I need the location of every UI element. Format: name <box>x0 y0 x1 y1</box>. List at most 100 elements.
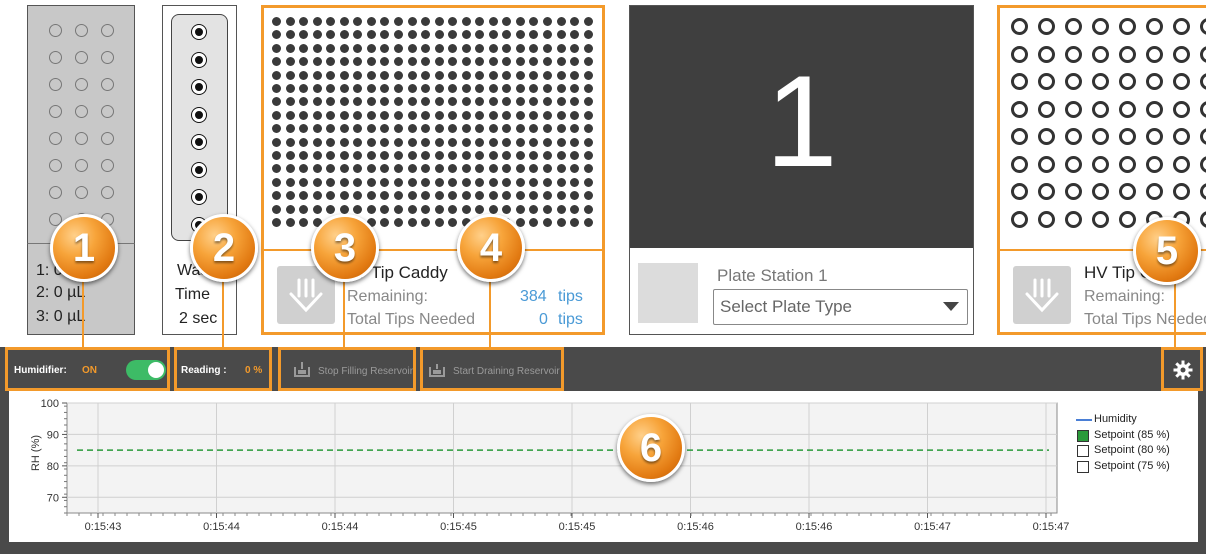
lv-tip <box>529 151 539 160</box>
lv-tip <box>272 43 281 53</box>
lv-tip <box>421 43 431 53</box>
lv-tip <box>529 137 539 147</box>
legend-humidity-swatch <box>1076 419 1092 421</box>
lv-tip <box>339 84 349 93</box>
lv-tip <box>570 84 580 93</box>
lv-tip <box>339 70 349 80</box>
lv-tip <box>285 164 295 174</box>
tip-download-icon <box>1025 278 1059 313</box>
lv-tip <box>299 43 309 53</box>
humidifier-toggle[interactable] <box>126 360 166 380</box>
lv-tip <box>529 191 539 201</box>
plate-station[interactable]: 1 Plate Station 1 Select Plate Type <box>629 5 974 335</box>
legend-setpoint-checkbox[interactable] <box>1077 429 1089 442</box>
callout-badge-5: 5 <box>1133 217 1201 285</box>
lv-tip <box>434 17 444 26</box>
hv-tip <box>1119 18 1136 35</box>
lv-tip <box>393 191 403 201</box>
lv-tip <box>421 17 431 26</box>
lv-tip <box>380 30 390 40</box>
lv-tip <box>285 137 295 147</box>
lv-tip <box>583 97 593 107</box>
hv-tip <box>1200 18 1206 35</box>
lv-tip <box>393 204 403 214</box>
hv-tip <box>1146 45 1163 63</box>
lv-tip <box>407 70 417 80</box>
lv-tip <box>515 137 525 147</box>
hv-tip <box>1092 18 1109 35</box>
legend-setpoint-checkbox[interactable] <box>1077 460 1089 473</box>
hv-tip <box>1119 155 1136 173</box>
stop-filling-label: Stop Filling Reservoir <box>318 366 414 377</box>
lv-tip <box>272 204 281 214</box>
lv-tip <box>570 57 580 67</box>
reading-display: Reading : 0 % <box>174 347 272 391</box>
lv-tip <box>326 137 336 147</box>
lv-tip <box>272 84 281 93</box>
lv-tip <box>475 191 485 201</box>
start-draining-button[interactable]: Start Draining Reservoir <box>420 347 564 391</box>
lv-tip <box>299 70 309 80</box>
hv-divider <box>1000 249 1206 251</box>
stop-filling-button[interactable]: Stop Filling Reservoir <box>278 347 416 391</box>
hv-tip <box>1011 45 1028 63</box>
hv-tip <box>1011 210 1028 228</box>
lv-tip <box>529 164 539 174</box>
lv-tip <box>299 30 309 40</box>
lv-tip <box>543 70 552 80</box>
lv-tip <box>272 164 281 174</box>
lv-tip <box>434 191 444 201</box>
tray-well <box>49 186 62 199</box>
lv-tip <box>421 177 431 187</box>
lv-tip <box>448 110 458 120</box>
lv-tip <box>448 137 458 147</box>
tray-volume-3: 3: 0 µL <box>36 308 86 325</box>
lv-tip <box>502 84 512 93</box>
lv-tip <box>570 70 580 80</box>
tray-well <box>75 78 88 91</box>
lv-tip <box>366 204 376 214</box>
lv-tip <box>339 177 349 187</box>
lv-tip <box>393 151 403 160</box>
plate-station-title: Plate Station 1 <box>717 266 828 285</box>
lv-tip <box>583 124 593 134</box>
lv-tip <box>434 177 444 187</box>
lv-tip <box>515 177 525 187</box>
lv-tip <box>448 30 458 40</box>
wash-port <box>192 80 206 94</box>
settings-button[interactable] <box>1161 347 1203 391</box>
hv-tip <box>1200 73 1206 90</box>
callout-badge-1: 1 <box>50 214 118 282</box>
lv-tip <box>475 97 485 107</box>
hv-download-button[interactable] <box>1013 266 1071 324</box>
lv-tip <box>475 17 485 26</box>
lv-tip <box>556 17 566 26</box>
hv-tip <box>1038 210 1055 228</box>
sample-tray <box>27 5 135 245</box>
lv-tip <box>461 43 471 53</box>
lv-tip <box>488 70 498 80</box>
hv-tip <box>1173 128 1190 145</box>
humidifier-state: ON <box>82 365 97 376</box>
lv-tip <box>326 57 336 67</box>
legend-setpoint-checkbox[interactable] <box>1077 445 1089 457</box>
lv-tip <box>461 177 471 187</box>
hv-tip <box>1146 183 1163 200</box>
plate-type-select[interactable]: Select Plate Type <box>713 289 968 325</box>
tray-well <box>101 186 114 199</box>
lv-tip <box>353 70 363 80</box>
lv-tip <box>556 137 566 147</box>
lv-tip <box>529 218 539 227</box>
lv-tip <box>272 124 281 134</box>
hv-tip <box>1065 45 1082 63</box>
lv-tip <box>475 164 485 174</box>
lv-tip <box>407 30 417 40</box>
hv-tip <box>1092 183 1109 200</box>
reading-label: Reading : <box>181 365 227 376</box>
lv-tip <box>312 124 322 134</box>
lv-tip <box>488 97 498 107</box>
lv-tip <box>339 30 349 40</box>
lv-tip <box>475 204 485 214</box>
lv-tip <box>570 17 580 26</box>
